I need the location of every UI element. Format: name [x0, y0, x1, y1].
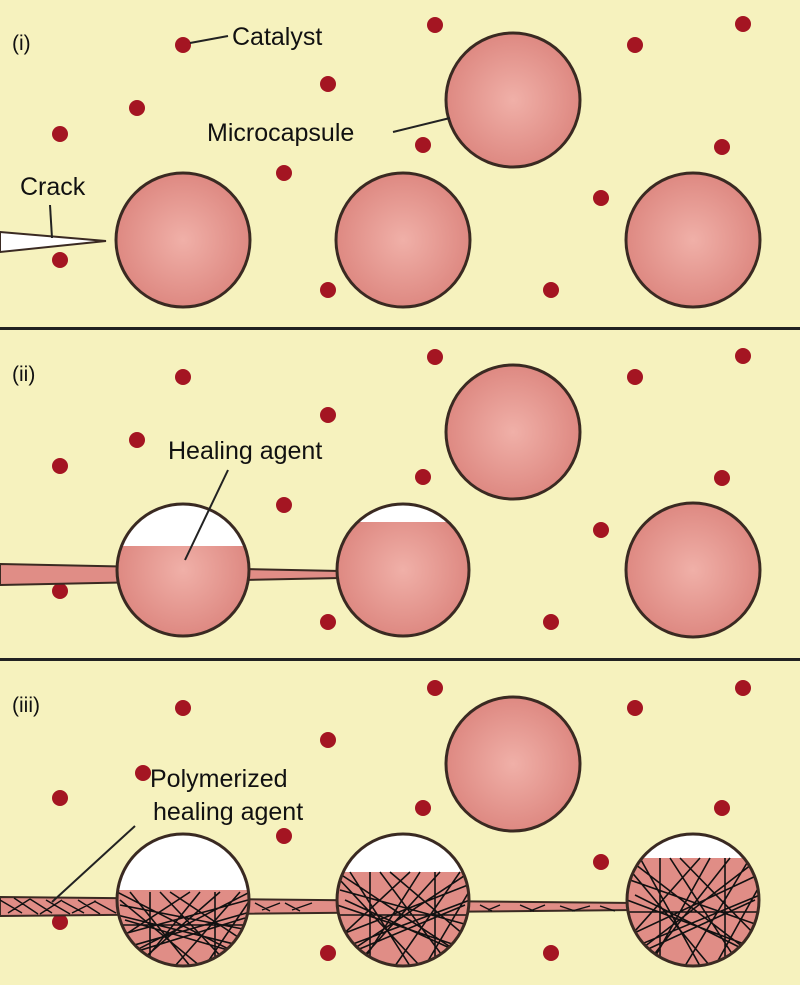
catalyst-particle: [427, 17, 443, 33]
catalyst-particle: [52, 790, 68, 806]
panel-2: (ii): [0, 348, 762, 639]
catalyst-particle: [627, 37, 643, 53]
microcapsule: [444, 31, 582, 169]
catalyst-particle: [52, 583, 68, 599]
healing-agent-leader: [184, 469, 229, 561]
catalyst-particle: [276, 165, 292, 181]
catalyst-particle: [320, 945, 336, 961]
capsule-wall: [115, 502, 251, 638]
microcapsule: [444, 363, 582, 501]
microcapsule-label: Microcapsule: [207, 119, 354, 147]
catalyst-particle: [129, 100, 145, 116]
catalyst-label: Catalyst: [232, 23, 322, 51]
catalyst-particle: [276, 828, 292, 844]
catalyst-particle: [135, 765, 151, 781]
catalyst-particle: [415, 469, 431, 485]
catalyst-particle: [320, 407, 336, 423]
catalyst-particle: [543, 614, 559, 630]
catalyst-particle: [320, 614, 336, 630]
catalyst-particles: [52, 348, 751, 630]
capsule-wall: [335, 832, 471, 968]
microcapsule-leader: [392, 117, 451, 133]
catalyst-particle: [593, 854, 609, 870]
capsule-wall: [335, 502, 471, 638]
catalyst-particle: [627, 369, 643, 385]
microcapsule: [444, 695, 582, 833]
panel-label: (iii): [12, 694, 40, 717]
catalyst-particle: [714, 139, 730, 155]
catalyst-particle: [52, 914, 68, 930]
catalyst-particle: [52, 126, 68, 142]
microcapsule: [624, 171, 762, 309]
polymerized-label-line2: healing agent: [153, 798, 303, 826]
ruptured-microcapsule: [115, 502, 251, 638]
catalyst-particle: [714, 800, 730, 816]
capsule-wall: [115, 832, 251, 968]
catalyst-particle: [543, 945, 559, 961]
catalyst-particle: [415, 800, 431, 816]
polymerized-microcapsule: [115, 832, 251, 968]
polymerized-leader: [51, 825, 136, 903]
polymer-network: [117, 891, 249, 966]
catalyst-particle: [52, 252, 68, 268]
microcapsule: [624, 501, 762, 639]
microcapsule: [334, 171, 472, 309]
capsule-body: [337, 504, 469, 636]
healing-agent-label: Healing agent: [168, 437, 322, 465]
catalyst-particle: [593, 522, 609, 538]
catalyst-particle: [175, 369, 191, 385]
panel-1: (i) Catalyst Microcapsule Cra: [0, 16, 762, 309]
catalyst-particle: [276, 497, 292, 513]
catalyst-particle: [627, 700, 643, 716]
crack: [0, 230, 107, 254]
catalyst-particle: [543, 282, 559, 298]
catalyst-particle: [427, 349, 443, 365]
polymer-network: [337, 871, 469, 966]
catalyst-particle: [735, 348, 751, 364]
microcapsule: [114, 171, 252, 309]
catalyst-particle: [129, 432, 145, 448]
catalyst-particle: [175, 700, 191, 716]
catalyst-particle: [320, 732, 336, 748]
panel-label: (i): [12, 32, 31, 55]
panel-label: (ii): [12, 363, 35, 386]
catalyst-particles: [52, 16, 751, 298]
catalyst-particles: [52, 680, 751, 961]
catalyst-particle: [320, 76, 336, 92]
catalyst-particle: [52, 458, 68, 474]
crack-leader: [49, 204, 53, 239]
crack-label: Crack: [20, 173, 86, 201]
catalyst-particle: [415, 137, 431, 153]
catalyst-particle: [714, 470, 730, 486]
capsule-wall: [625, 832, 761, 968]
catalyst-particle: [735, 16, 751, 32]
catalyst-particle: [593, 190, 609, 206]
catalyst-particle: [735, 680, 751, 696]
polymerized-label-line1: Polymerized: [150, 765, 288, 793]
polymer-network: [627, 857, 759, 966]
catalyst-particle: [320, 282, 336, 298]
panel-3: (iii): [0, 680, 761, 968]
catalyst-leader: [189, 35, 229, 44]
catalyst-particle: [427, 680, 443, 696]
catalyst-particle: [175, 37, 191, 53]
